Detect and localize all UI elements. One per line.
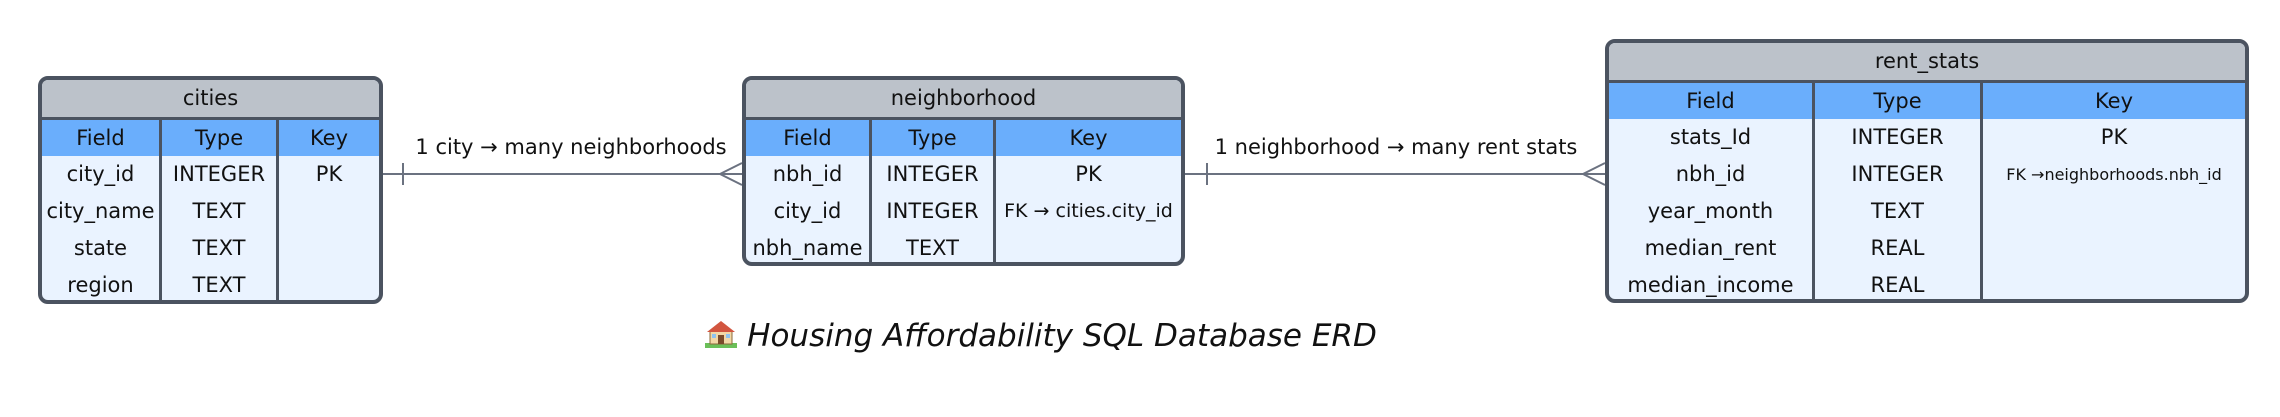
field-cell: city_id	[42, 156, 162, 193]
field-cell: state	[42, 230, 162, 267]
type-cell: REAL	[1815, 230, 1983, 267]
column-header-type: Type	[1815, 83, 1983, 119]
key-cell: FK →neighborhoods.nbh_id	[2006, 165, 2222, 184]
crowfoot-lower	[1582, 173, 1606, 186]
column-header-key: Key	[279, 120, 379, 156]
caption-text: Housing Affordability SQL Database ERD	[747, 318, 1377, 354]
type-cell: TEXT	[162, 267, 279, 300]
type-cell: INTEGER	[162, 156, 279, 193]
field-cell: nbh_id	[746, 156, 872, 193]
relationship-label-cities-neighborhood: 1 city → many neighborhoods	[415, 135, 727, 159]
diagram-caption: Housing Affordability SQL Database ERD	[0, 318, 2080, 354]
key-cell	[279, 267, 379, 300]
column-header-key: Key	[996, 120, 1181, 156]
column-header-key: Key	[1983, 83, 2245, 119]
type-cell: INTEGER	[872, 193, 996, 230]
key-cell: PK	[2100, 125, 2128, 149]
field-cell: nbh_id	[1609, 156, 1815, 193]
type-cell: TEXT	[162, 193, 279, 230]
type-cell: TEXT	[872, 230, 996, 262]
crowfoot-upper	[719, 162, 743, 175]
crowfoot-upper	[1582, 162, 1606, 175]
key-cell	[279, 193, 379, 230]
key-cell	[1983, 193, 2245, 230]
key-cell	[996, 230, 1181, 262]
relationship-label-neighborhood-rent-stats: 1 neighborhood → many rent stats	[1214, 135, 1578, 159]
table-neighborhood: neighborhood Field Type Key nbh_id INTEG…	[742, 76, 1185, 266]
field-cell: city_id	[746, 193, 872, 230]
house-icon	[703, 319, 739, 349]
type-cell: TEXT	[1815, 193, 1983, 230]
key-cell: PK	[315, 162, 343, 186]
column-header-type: Type	[162, 120, 279, 156]
table-title: rent_stats	[1609, 43, 2245, 83]
relationship-cities-neighborhood	[383, 162, 743, 186]
table-title: cities	[42, 80, 379, 120]
field-cell: city_name	[42, 193, 162, 230]
crowfoot-lower	[719, 173, 743, 186]
key-cell	[1983, 267, 2245, 299]
field-cell: nbh_name	[746, 230, 872, 262]
type-cell: INTEGER	[872, 156, 996, 193]
type-cell: REAL	[1815, 267, 1983, 299]
table-rent-stats: rent_stats Field Type Key stats_Id INTEG…	[1605, 39, 2249, 303]
field-cell: median_income	[1609, 267, 1815, 299]
table-title: neighborhood	[746, 80, 1181, 120]
column-header-field: Field	[746, 120, 872, 156]
field-cell: stats_Id	[1609, 119, 1815, 156]
column-header-field: Field	[42, 120, 162, 156]
type-cell: INTEGER	[1815, 156, 1983, 193]
type-cell: TEXT	[162, 230, 279, 267]
column-header-type: Type	[872, 120, 996, 156]
field-cell: median_rent	[1609, 230, 1815, 267]
key-cell	[279, 230, 379, 267]
column-header-field: Field	[1609, 83, 1815, 119]
table-cities: cities Field Type Key city_id INTEGER PK…	[38, 76, 383, 304]
relationship-neighborhood-rent-stats	[1185, 162, 1606, 186]
key-cell: PK	[1075, 162, 1102, 186]
key-cell	[1983, 230, 2245, 267]
field-cell: year_month	[1609, 193, 1815, 230]
field-cell: region	[42, 267, 162, 300]
key-cell: FK → cities.city_id	[1004, 200, 1173, 222]
type-cell: INTEGER	[1815, 119, 1983, 156]
